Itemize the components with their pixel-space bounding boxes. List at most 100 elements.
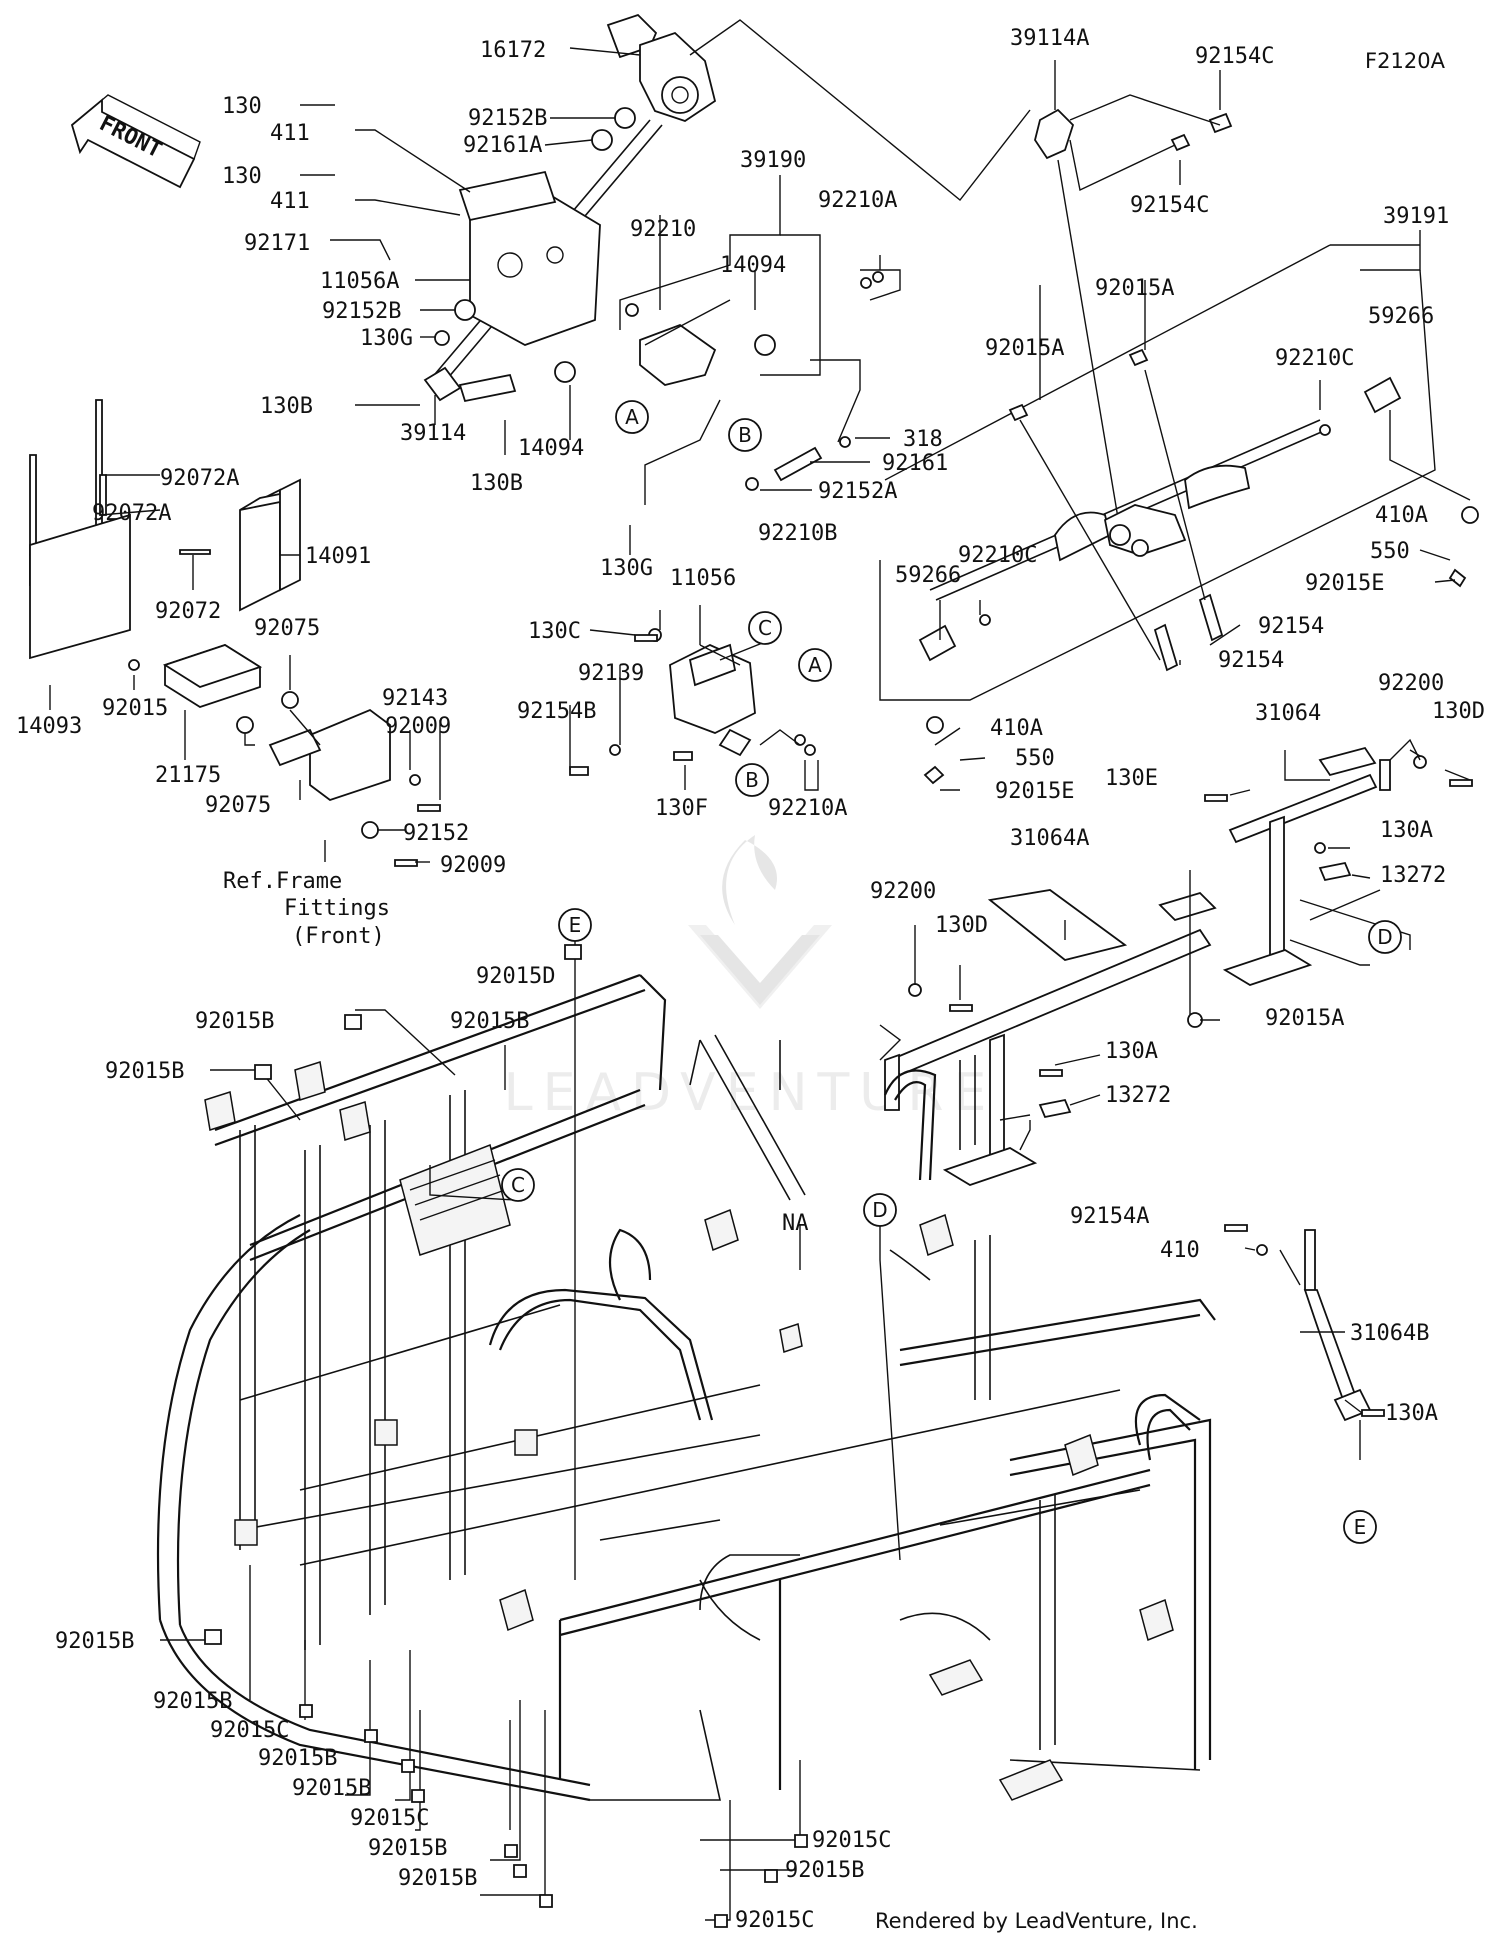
circle-ref: B: [728, 418, 762, 452]
callout-label: 92015B: [368, 1836, 447, 1861]
callout-label: 92009: [385, 714, 451, 739]
callout-label: 92075: [254, 616, 320, 641]
circle-ref: C: [501, 1168, 535, 1202]
callout-label: 130D: [935, 913, 988, 938]
fastener-dots: [204, 944, 808, 1928]
callout-label: NA: [782, 1211, 809, 1236]
callout-label: 130: [222, 164, 262, 189]
circle-references: A B C A B D E C D E: [501, 400, 1402, 1544]
callout-label: 92015B: [398, 1866, 477, 1891]
callout-label: 39190: [740, 148, 806, 173]
callout-label: 92143: [382, 686, 448, 711]
callout-label: 92015B: [258, 1746, 337, 1771]
callout-label: 92171: [244, 231, 310, 256]
circle-ref: A: [798, 648, 832, 682]
joint-39114A: [1034, 60, 1233, 531]
callout-label: 92210A: [818, 188, 897, 213]
callout-label: 92015B: [292, 1776, 371, 1801]
callout-label: 59266: [895, 563, 961, 588]
callout-label: 31064B: [1350, 1321, 1429, 1346]
callout-label: 92015C: [350, 1806, 429, 1831]
ref-frame-note: Ref.Frame Fittings (Front): [223, 840, 390, 949]
diagram-code: F2120A: [1365, 49, 1446, 73]
callout-label: 92210B: [758, 521, 837, 546]
callout-label: 92015A: [1095, 276, 1174, 301]
callout-label: 92015: [102, 696, 168, 721]
callout-label: 39191: [1383, 204, 1449, 229]
callout-label: 550: [1015, 746, 1055, 771]
callout-label: 92015B: [153, 1689, 232, 1714]
callout-label: 92152A: [818, 479, 897, 504]
callout-label: 130G: [360, 326, 413, 351]
callout-label: 92139: [578, 661, 644, 686]
frame-fittings-group: [879, 738, 1473, 1460]
ref-note-line: Ref.Frame: [223, 869, 342, 894]
callout-label: 92152: [403, 821, 469, 846]
circle-ref-letter: D: [1377, 925, 1392, 949]
callout-label: 59266: [1368, 304, 1434, 329]
leader-lines-bottom: [160, 925, 901, 1921]
callout-label: 92015E: [1305, 571, 1384, 596]
callout-label: 92015D: [476, 964, 555, 989]
callout-label: 92015B: [55, 1629, 134, 1654]
callout-label: 92015A: [985, 336, 1064, 361]
steering-shaft-group: [423, 13, 884, 491]
callout-label: 92210A: [768, 796, 847, 821]
callout-label: 130G: [600, 556, 653, 581]
callout-label: 92015C: [735, 1908, 814, 1933]
callout-label: 92015B: [450, 1009, 529, 1034]
circle-ref-letter: C: [511, 1173, 525, 1197]
callout-label: 92009: [440, 853, 506, 878]
callout-label: 92015B: [105, 1059, 184, 1084]
callout-label: 130D: [1432, 699, 1485, 724]
watermark-logo: [688, 835, 832, 1009]
callout-label: 14093: [16, 714, 82, 739]
steering-rack-group: [879, 230, 1479, 791]
callout-label: 92210: [630, 217, 696, 242]
bracket-11056-group: [569, 605, 819, 791]
callout-label: 130B: [470, 471, 523, 496]
callout-label: 92015E: [995, 779, 1074, 804]
callout-label: 130A: [1385, 1401, 1438, 1426]
callout-label: 411: [270, 121, 310, 146]
callout-label: 411: [270, 189, 310, 214]
circle-ref-letter: D: [872, 1198, 887, 1222]
callout-label: 92200: [1378, 671, 1444, 696]
callout-label: 130C: [528, 619, 581, 644]
callout-label: 92200: [870, 879, 936, 904]
callout-label: 92015C: [210, 1718, 289, 1743]
callout-label: 13272: [1105, 1083, 1171, 1108]
leader-lines-top: [300, 19, 1031, 555]
callout-label: 92210C: [1275, 346, 1354, 371]
callout-label: 39114A: [1010, 26, 1089, 51]
circle-ref: D: [863, 1193, 897, 1227]
callout-label: 92161A: [463, 133, 542, 158]
callout-label: 92154B: [517, 699, 596, 724]
callout-label: 92154A: [1070, 1204, 1149, 1229]
callout-label: 31064: [1255, 701, 1321, 726]
footer-credit: Rendered by LeadVenture, Inc.: [875, 1909, 1198, 1933]
circle-ref: E: [558, 908, 592, 942]
callout-label: 130B: [260, 394, 313, 419]
callout-label: 130A: [1380, 818, 1433, 843]
callout-label: 31064A: [1010, 826, 1089, 851]
circle-ref-letter: C: [758, 616, 772, 640]
callout-label: 92152B: [322, 299, 401, 324]
callout-label: 92152B: [468, 106, 547, 131]
callout-label: 92075: [205, 793, 271, 818]
circle-ref-letter: E: [1354, 1515, 1367, 1539]
callout-label: 92072A: [92, 501, 171, 526]
ref-note-line: (Front): [292, 924, 385, 949]
circle-ref: A: [615, 400, 649, 434]
callout-label: 13272: [1380, 863, 1446, 888]
callout-label: 130: [222, 94, 262, 119]
circle-ref-letter: A: [625, 405, 639, 429]
circle-ref: B: [735, 763, 769, 797]
circle-ref: C: [748, 611, 782, 645]
callout-label: 92154: [1258, 614, 1324, 639]
callout-label: 92015A: [1265, 1006, 1344, 1031]
callout-label: 410: [1160, 1238, 1200, 1263]
callout-label: 130A: [1105, 1039, 1158, 1064]
callout-label: 92210C: [958, 543, 1037, 568]
